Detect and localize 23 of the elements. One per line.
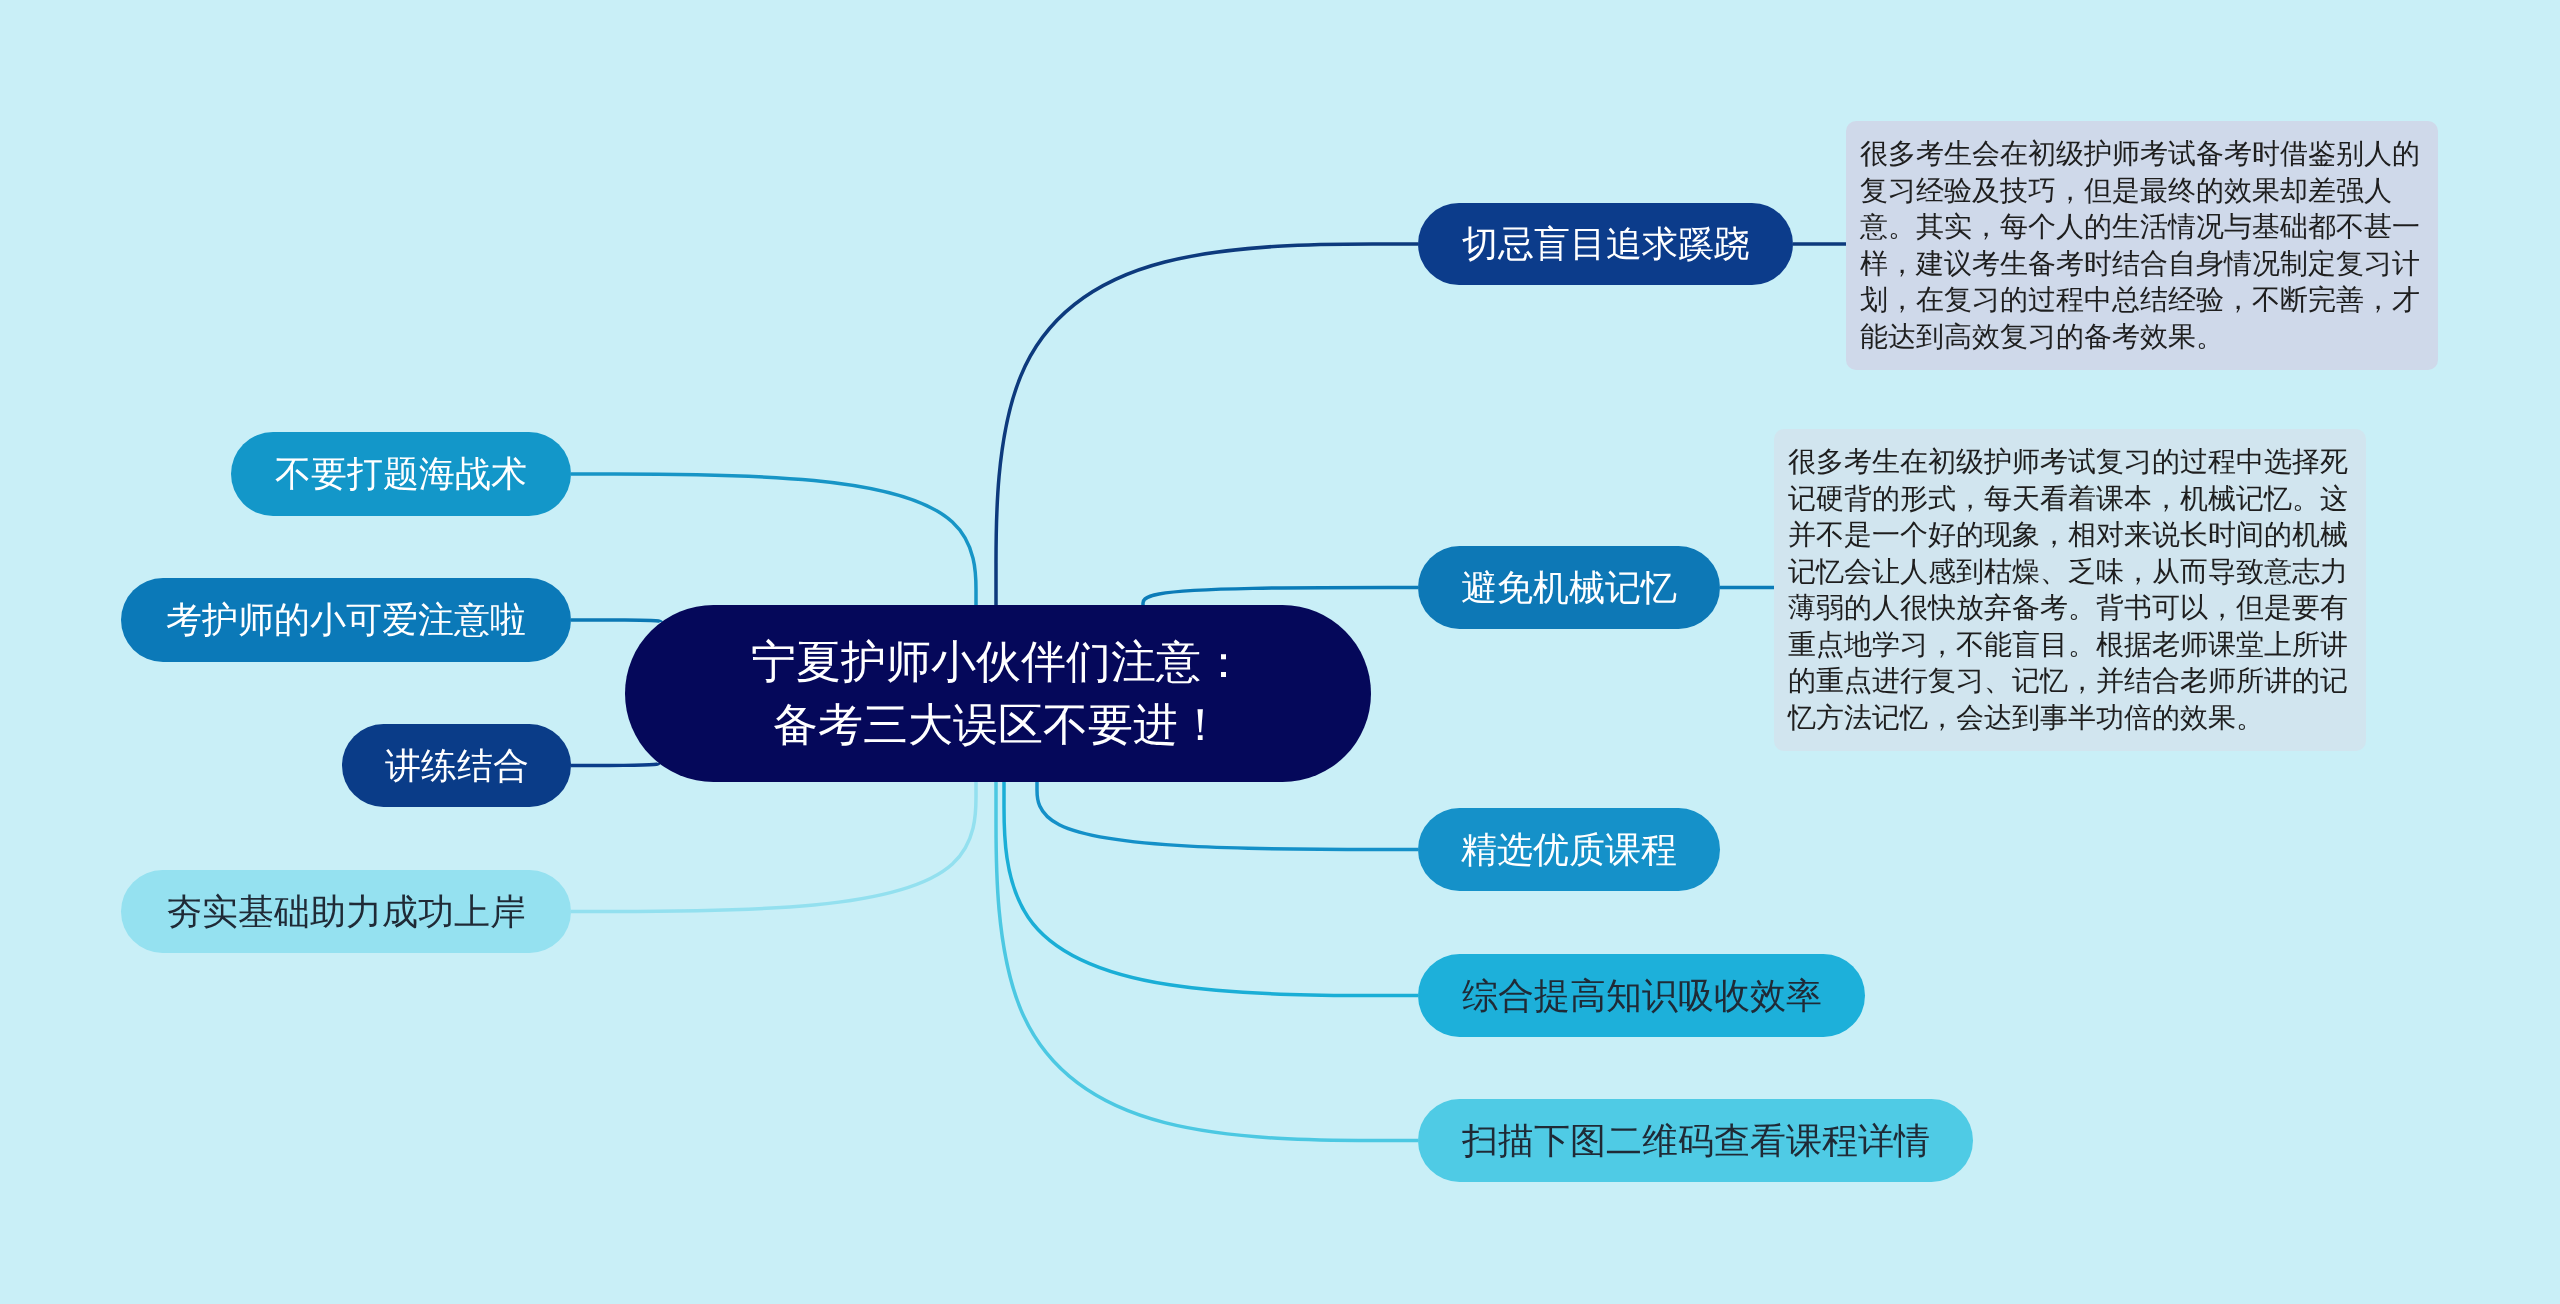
topic-text: 考护师的小可爱注意啦 [166,598,526,642]
topic-text: 切忌盲目追求蹊跷 [1461,222,1750,266]
branch-line [1791,242,1846,246]
topic-text: 精选优质课程 [1461,827,1677,872]
topic-text: 综合提高知识吸收效率 [1461,973,1822,1018]
branch-line [1035,782,1418,852]
note-text: 很多考生会在初级护师考试备考时借鉴别人的复习经验及技巧，但是最终的效果却差强人意。其实，每个人的生活情况与基础都不甚一样，建议考生备考时结合自身情况制定复习计划，在复习的过程中总结经验，不断完善，才能达到高效复习的备考效果。 [1860,136,2421,355]
branch-line [994,782,1418,1143]
note-text: 很多考生在初级护师考试复习的过程中选择死记硬背的形式，每天看着课本，机械记忆。这并不是一个好的现象，相对来说长时间的机械记忆会让人感到枯燥、乏味，从而导致意志力薄弱的人很快放弃备考。背书可以，但是要有重点地学习，不能盲目。根据老师课堂上所讲的重点进行复习、记忆，并结合老师所讲的记忆方法记忆，会达到事半功倍的效果。 [1788,444,2349,736]
branch-line [571,618,663,624]
branch-line [571,472,978,605]
branch-line [1718,585,1774,590]
central-topic-text: 宁夏护师小伙伴们注意：备考三大误区不要进！ [749,634,1247,753]
branch-line [994,242,1418,605]
topic-text: 不要打题海战术 [275,452,527,496]
branch-line [571,761,661,768]
note-box [1846,121,2438,370]
branch-line [571,782,978,914]
topic-text: 扫描下图二维码查看课程详情 [1461,1118,1930,1163]
topic-text: 讲练结合 [384,743,529,788]
topic-text: 夯实基础助力成功上岸 [166,889,526,934]
topic-text: 避免机械记忆 [1461,565,1677,610]
branch-line [1141,585,1418,606]
